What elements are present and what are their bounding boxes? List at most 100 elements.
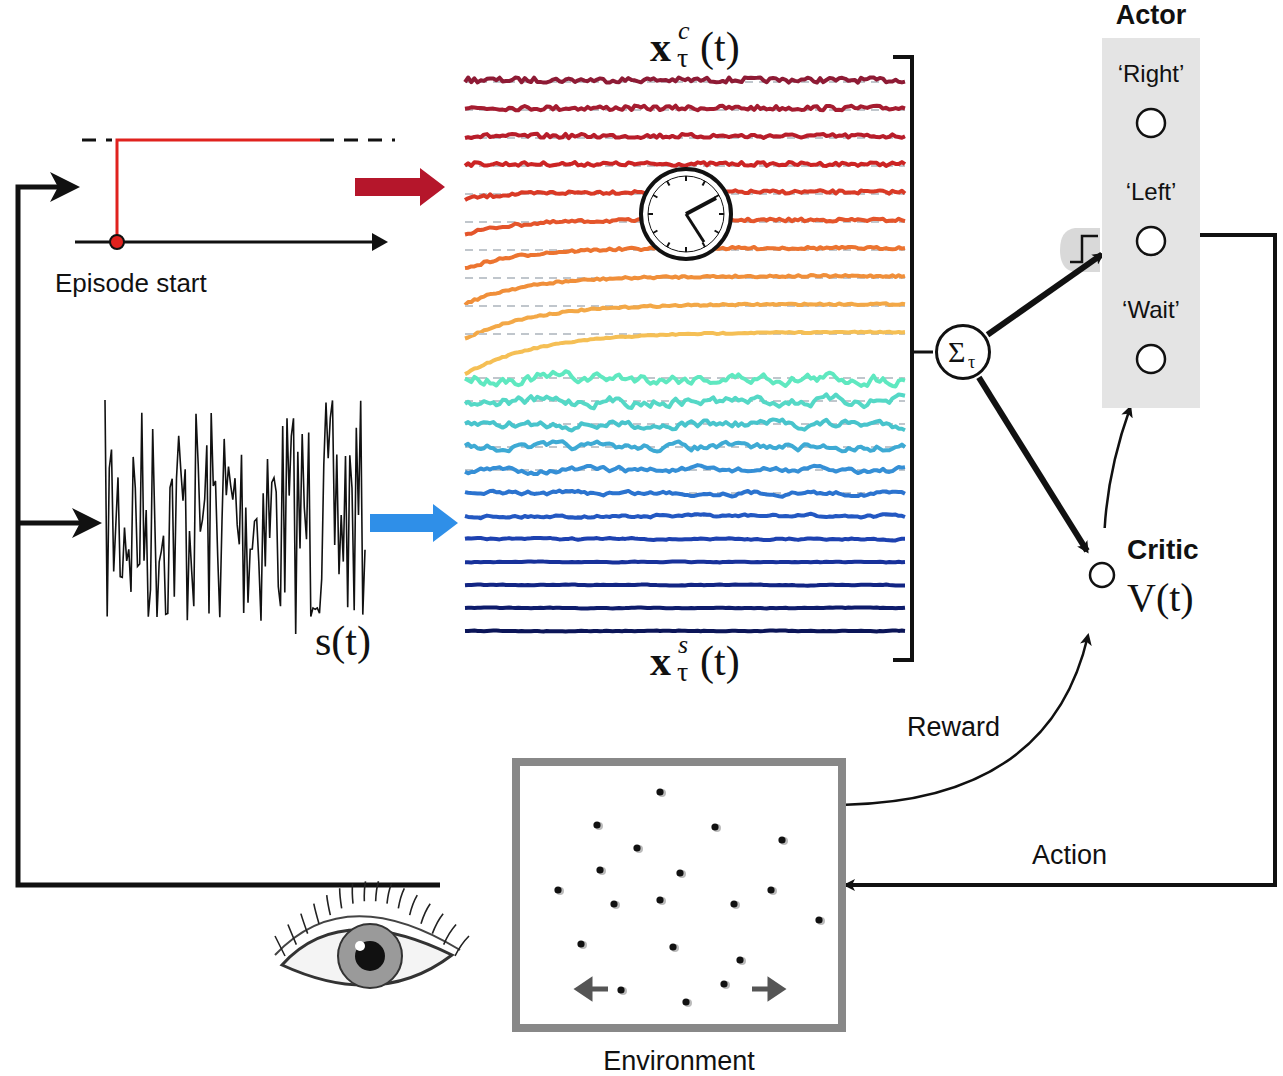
dot bbox=[711, 823, 718, 830]
critic-circle-shape bbox=[1090, 563, 1114, 587]
stimulus-trace bbox=[465, 394, 905, 408]
environment-frame bbox=[512, 758, 846, 1032]
signal-name: s(t) bbox=[315, 620, 371, 662]
eyelash bbox=[444, 925, 456, 945]
stimulus-trace bbox=[465, 561, 905, 562]
clock-tick bbox=[685, 247, 687, 252]
dot bbox=[633, 844, 640, 851]
clock-tick bbox=[703, 243, 706, 247]
dot bbox=[736, 956, 743, 963]
dot bbox=[676, 869, 683, 876]
dot bbox=[815, 916, 822, 923]
dot bbox=[593, 821, 600, 828]
stimulus-trace bbox=[465, 419, 905, 430]
eyelash bbox=[275, 936, 285, 956]
baseline bbox=[465, 538, 905, 540]
baseline bbox=[465, 584, 905, 586]
eyelash bbox=[351, 884, 353, 904]
action-label: ‘Left’ bbox=[1126, 180, 1177, 204]
superscript: s bbox=[678, 632, 688, 658]
dot bbox=[720, 980, 727, 987]
eyelash bbox=[376, 881, 379, 901]
dot bbox=[656, 788, 663, 795]
clock-icon bbox=[641, 169, 731, 259]
stimulus-trace bbox=[465, 441, 905, 451]
eye-illustration bbox=[275, 881, 469, 988]
stimulus-trace bbox=[465, 491, 905, 497]
subscript: τ bbox=[677, 44, 688, 72]
eyelash bbox=[421, 904, 430, 924]
dot bbox=[656, 896, 663, 903]
subscript: τ bbox=[968, 353, 975, 371]
stimulus-trace bbox=[465, 607, 905, 608]
input-arrow bbox=[355, 168, 445, 206]
clock-tick bbox=[703, 181, 706, 185]
stimulus-trace bbox=[465, 465, 905, 474]
clock-tick bbox=[653, 231, 657, 234]
unit-circle bbox=[1134, 342, 1168, 376]
clock-tick bbox=[667, 181, 670, 185]
dot bbox=[617, 986, 624, 993]
eyelash bbox=[314, 904, 319, 924]
bracket-stem bbox=[912, 351, 933, 354]
panel-heading: Actor bbox=[1116, 2, 1187, 29]
dot bbox=[554, 886, 561, 893]
clock-tick bbox=[653, 195, 657, 198]
action-unit: ‘Right’ bbox=[1102, 62, 1200, 144]
dot bbox=[610, 900, 617, 907]
connector bbox=[988, 254, 1102, 334]
stimulus-trace bbox=[465, 371, 905, 386]
eyelash bbox=[288, 925, 296, 945]
unit-circle-shape bbox=[1137, 109, 1165, 137]
connector bbox=[979, 377, 1087, 550]
baseline bbox=[465, 561, 905, 563]
vector-symbol: x bbox=[650, 640, 671, 682]
stimulus-trace bbox=[465, 538, 905, 541]
time-cell-trace bbox=[465, 77, 905, 82]
unit-circle bbox=[1134, 224, 1168, 258]
eyelash bbox=[364, 881, 365, 901]
unit-heading: Critic bbox=[1127, 536, 1199, 564]
clock-tick bbox=[648, 213, 653, 215]
step-plot bbox=[75, 140, 395, 251]
neural-traces bbox=[465, 77, 905, 631]
time-cell-trace bbox=[465, 134, 905, 138]
feedback-wire bbox=[18, 187, 440, 885]
connector bbox=[846, 235, 1275, 885]
eyelash bbox=[340, 888, 342, 908]
action-label: ‘Wait’ bbox=[1122, 298, 1180, 322]
time-argument: (t) bbox=[700, 640, 740, 682]
motion-arrow bbox=[578, 981, 608, 997]
box-caption: Environment bbox=[603, 1048, 755, 1075]
dot bbox=[778, 836, 785, 843]
time-cell-trace bbox=[465, 106, 905, 111]
stimulus-trace bbox=[465, 584, 905, 585]
time-cell-trace bbox=[465, 162, 905, 166]
time-cell-trace bbox=[465, 332, 905, 375]
dot bbox=[767, 886, 774, 893]
eyelash bbox=[455, 936, 469, 956]
dot bbox=[682, 998, 689, 1005]
edge-label: Reward bbox=[905, 714, 1002, 741]
actor-panel: Actor ‘Right’ ‘Left’ ‘Wait’ bbox=[1102, 2, 1200, 408]
action-unit: ‘Wait’ bbox=[1102, 298, 1200, 380]
unit-circle bbox=[1134, 106, 1168, 140]
eyelash bbox=[301, 914, 308, 934]
threshold-symbol bbox=[1060, 228, 1100, 272]
arrow-head bbox=[50, 172, 80, 202]
unit-circle-shape bbox=[1137, 227, 1165, 255]
action-unit: ‘Left’ bbox=[1102, 180, 1200, 262]
frame bbox=[516, 762, 842, 1028]
eyelash bbox=[327, 895, 331, 915]
dot bbox=[730, 900, 737, 907]
dot bbox=[669, 943, 676, 950]
eyelash bbox=[398, 888, 404, 908]
motion-arrow bbox=[752, 981, 782, 997]
axis-label: Episode start bbox=[55, 270, 207, 296]
time-argument: (t) bbox=[700, 26, 740, 68]
stimulus-trace bbox=[465, 514, 905, 518]
eyelash bbox=[410, 895, 418, 915]
clock-tick bbox=[685, 176, 687, 181]
dot bbox=[596, 866, 603, 873]
stimulus-signal bbox=[105, 400, 365, 634]
